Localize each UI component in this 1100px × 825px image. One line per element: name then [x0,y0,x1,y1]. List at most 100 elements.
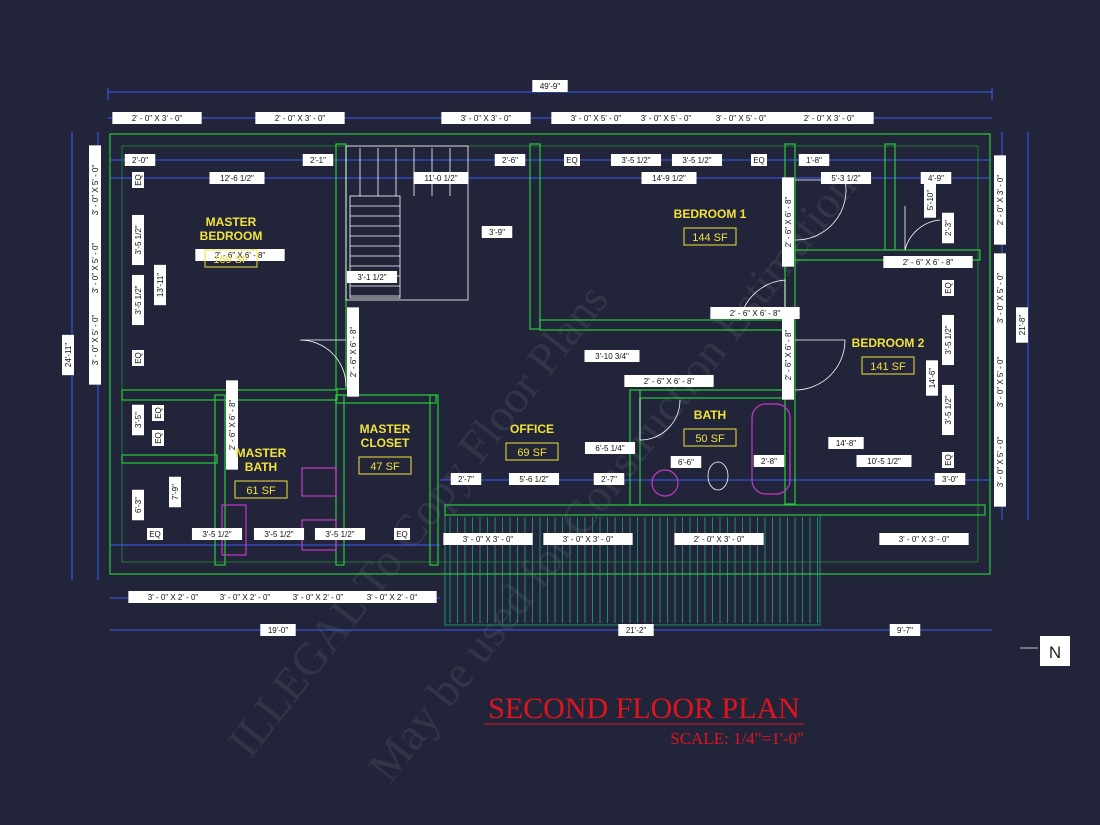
deck-window-dim: 3' - 0" X 3' - 0" [879,533,969,545]
interior-dim-text: 2'-7" [601,475,617,484]
row2-dim-text: 2'-0" [132,156,148,165]
vanity-1 [301,467,337,497]
deck-window-dim-text: 3' - 0" X 3' - 0" [899,535,950,544]
bottom-overall-dim: 19'-0" [260,624,296,636]
row3-dim-text: 4'-9" [928,174,944,183]
north-box [1040,636,1070,666]
row3-dim-text: 5'-3 1/2" [831,174,860,183]
top-window-dim-text: 2' - 0" X 3' - 0" [132,114,183,123]
deck-window-dim-text: 3' - 0" X 3' - 0" [563,535,614,544]
left-inner-dim-text: 6'-3" [134,497,143,513]
bottom-window-dim: 3' - 0" X 2' - 0" [347,591,437,603]
bottom-row1-dim: EQ [394,528,410,540]
door-dim: 2' - 6" X 6' - 8" [624,375,714,387]
dimension-labels: 49'-9" 2' - 0" X 3' - 0" 2' - 0" X 3' - 0"… [62,80,1028,636]
left-window-dim: 3' - 0" X 5' - 0" [89,145,101,235]
bottom-row1-dim: EQ [147,528,163,540]
row2-dim: 3'-5 1/2" [610,154,662,166]
bottom-row1-dim: 3'-5 1/2" [314,528,366,540]
bottom-row1-dim-text: 3'-5 1/2" [325,530,354,539]
top-window-dim-text: 3' - 0" X 5' - 0" [641,114,692,123]
top-window-dim: 3' - 0" X 5' - 0" [621,112,711,124]
room-name-line2: BEDROOM [200,229,263,243]
left-inner-dim: 3'-5" [132,404,144,436]
bottom-window-dim-text: 3' - 0" X 2' - 0" [220,593,271,602]
right-inner-dim-text: EQ [944,454,953,466]
door-dim: 2' - 6" X 6' - 8" [710,307,800,319]
left-overall-dim: 24'-11" [62,334,74,376]
interior-dim: 5'-6 1/2" [508,473,560,485]
interior-dim-text: 3'-9" [489,228,505,237]
interior-dim-text: 3'-10 3/4" [595,352,629,361]
door-dim: 2' - 6" X 6' - 8" [347,307,359,397]
left-inner-dim-text: 13'-11" [156,273,165,297]
row2-dim-text: 3'-5 1/2" [682,156,711,165]
row2-dim-text: EQ [753,156,765,165]
room-area: 144 SF [692,232,728,244]
left-inner-dim: EQ [152,430,164,446]
interior-dim: 3'-9" [481,226,513,238]
door-dim: 2' - 6" X 6' - 8" [782,310,794,400]
deck-window-dim-text: 3' - 0" X 3' - 0" [463,535,514,544]
door-dim-text: 2' - 6" X 6' - 8" [215,251,266,260]
left-inner-dim: 6'-3" [132,489,144,521]
right-inner-dim-text: EQ [944,282,953,294]
north-arrow: N [1020,636,1070,666]
left-inner-dim-text: 3'-5 1/2" [134,285,143,314]
right-inner-dim: 14'-6" [926,360,938,396]
interior-dim-text: 5'-6 1/2" [519,475,548,484]
overall-width-dim-text: 49'-9" [540,82,561,91]
right-inner-dim: 5'-10" [924,182,936,218]
bottom-window-dim: 3' - 0" X 2' - 0" [273,591,363,603]
row2-dim-text: EQ [566,156,578,165]
row2-dim-text: 2'-6" [502,156,518,165]
row2-dim-text: 1'-8" [806,156,822,165]
room-area: 141 SF [870,361,906,373]
right-window-dim-text: 3' - 0" X 5' - 0" [996,273,1005,324]
row3-dim: 12'-6 1/2" [209,172,265,184]
row2-dim: EQ [751,154,767,166]
room-name-line2: CLOSET [361,436,410,450]
bottom-window-dim-text: 3' - 0" X 2' - 0" [148,593,199,602]
toilet [707,461,729,491]
bottom-row1-dim-text: 3'-5 1/2" [202,530,231,539]
right-inner-dim-text: 3'-5 1/2" [944,325,953,354]
row2-dim: EQ [564,154,580,166]
left-inner-dim-text: 7'-9" [171,484,180,500]
right-window-dim: 3' - 0" X 5' - 0" [994,337,1006,427]
interior-dim-text: 3'-1 1/2" [357,273,386,282]
right-window-dim-text: 2' - 0" X 3' - 0" [996,175,1005,226]
interior-dim: 2'-7" [593,473,625,485]
top-window-dim: 2' - 0" X 3' - 0" [784,112,874,124]
row2-dim: 2'-1" [302,154,334,166]
north-label: N [1049,643,1061,662]
top-window-dim: 3' - 0" X 5' - 0" [551,112,641,124]
bottom-overall-dim: 9'-7" [889,624,921,636]
room-name: MASTER [206,215,257,229]
deck-window-dim: 3' - 0" X 3' - 0" [443,533,533,545]
interior-dim: 2'-7" [450,473,482,485]
door-dim-text: 2' - 6" X 6' - 8" [903,258,954,267]
room-area: 61 SF [246,485,276,497]
row3-dim: 4'-9" [920,172,952,184]
right-inner-dim-text: 3'-5 1/2" [944,395,953,424]
right-inner-dim-text: 2'-3" [944,220,953,236]
interior-dim-text: 2'-7" [458,475,474,484]
overall-width-dim: 49'-9" [532,80,568,92]
left-inner-dim-text: 3'-5" [134,412,143,428]
bathtub [751,403,791,495]
door-dim-text: 2' - 6" X 6' - 8" [228,400,237,451]
room-name: MASTER [236,446,287,460]
top-window-dim: 2' - 0" X 3' - 0" [255,112,345,124]
interior-dim: 10'-5 1/2" [856,455,912,467]
bottom-overall-dim-text: 9'-7" [897,626,913,635]
top-window-dim-text: 3' - 0" X 5' - 0" [716,114,767,123]
left-overall-dim-text: 24'-11" [64,343,73,367]
interior-dim: 6'-5 1/4" [584,442,636,454]
bottom-window-dim: 3' - 0" X 2' - 0" [128,591,218,603]
row3-dim-text: 12'-6 1/2" [220,174,254,183]
left-inner-dim: EQ [152,405,164,421]
row2-dim: 2'-6" [494,154,526,166]
